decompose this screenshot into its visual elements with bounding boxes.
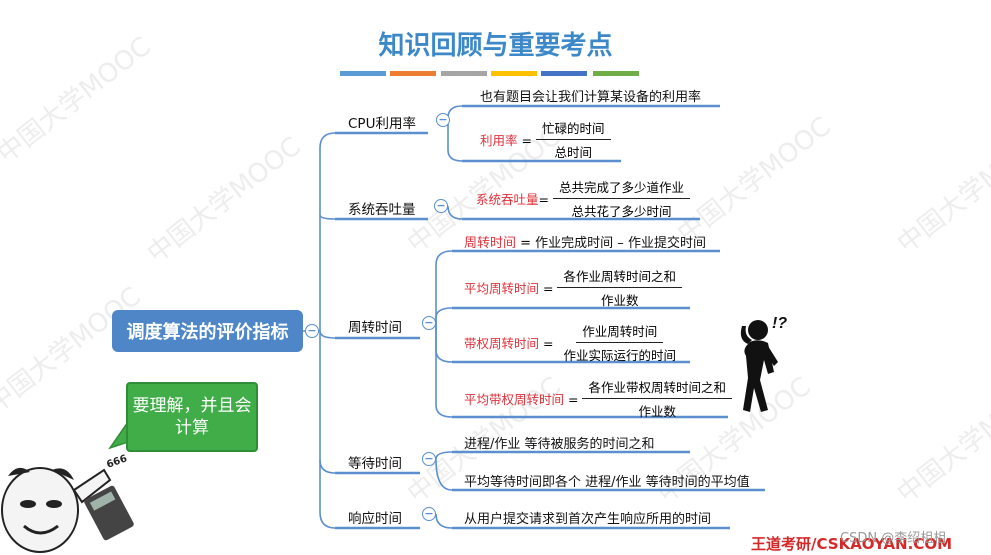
- collapse-icon[interactable]: −: [305, 324, 319, 338]
- formula-label: 平均带权周转时间: [464, 392, 565, 407]
- collapse-icon[interactable]: −: [422, 452, 436, 466]
- numerator: 各作业带权周转时间之和: [582, 377, 732, 399]
- collapse-icon[interactable]: −: [434, 199, 448, 213]
- branch-waiting-time: 等待时间: [348, 456, 402, 472]
- page-title: 知识回顾与重要考点: [378, 31, 613, 61]
- leaf-turnaround-definition: 周转时间 = 作业完成时间 – 作业提交时间: [464, 232, 706, 251]
- formula-utilization: 利用率 = 忙碌的时间 总时间: [480, 118, 611, 161]
- color-strip-segment: [390, 71, 436, 76]
- leaf-device-utilization-note: 也有题目会让我们计算某设备的利用率: [480, 90, 702, 105]
- color-strip-segment: [340, 71, 386, 76]
- equals-sign: =: [521, 133, 532, 148]
- formula-throughput: 系统吞吐量= 总共完成了多少道作业 总共花了多少时间: [476, 177, 691, 220]
- color-strip-segment: [593, 71, 639, 76]
- color-strip-segment: [541, 71, 587, 76]
- denominator: 总时间: [554, 145, 592, 160]
- denominator: 作业数: [638, 404, 676, 419]
- numerator: 作业周转时间: [576, 321, 664, 343]
- branch-response-time: 响应时间: [348, 511, 402, 527]
- term-turnaround-time: 周转时间: [464, 236, 517, 251]
- denominator: 总共花了多少时间: [571, 204, 672, 219]
- equals-sign: =: [543, 281, 554, 296]
- collapse-icon[interactable]: −: [422, 316, 436, 330]
- csdn-watermark: CSDN @李绍柤柤: [840, 531, 947, 546]
- leaf-waiting-definition: 进程/作业 等待被服务的时间之和: [464, 437, 655, 452]
- formula-label: 利用率: [480, 133, 518, 148]
- leaf-average-waiting-definition: 平均等待时间即各个 进程/作业 等待时间的平均值: [464, 475, 750, 490]
- root-topic: 调度算法的评价指标: [112, 310, 303, 352]
- denominator: 作业实际运行的时间: [563, 348, 676, 363]
- numerator: 总共完成了多少道作业: [553, 177, 691, 199]
- formula-weighted-turnaround: 带权周转时间 = 作业周转时间 作业实际运行的时间: [464, 321, 682, 364]
- formula-average-turnaround: 平均周转时间 = 各作业周转时间之和 作业数: [464, 266, 682, 309]
- equals-sign: =: [568, 392, 579, 407]
- equals-sign: =: [538, 192, 549, 207]
- meme-sticker-icon: 666: [1, 453, 134, 553]
- formula-label: 系统吞吐量: [476, 192, 539, 207]
- formula-label: 带权周转时间: [464, 336, 540, 351]
- equals-sign: =: [543, 336, 554, 351]
- color-strip-segment: [441, 71, 487, 76]
- sticker-text: 666: [105, 453, 128, 470]
- branch-cpu-utilization: CPU利用率: [348, 116, 416, 132]
- collapse-icon[interactable]: −: [422, 507, 436, 521]
- leaf-response-definition: 从用户提交请求到首次产生响应所用的时间: [464, 512, 712, 527]
- color-strip-segment: [491, 71, 537, 76]
- figure-mark: !?: [772, 315, 787, 332]
- brand-footer: 王道考研/CSKAOYAN.COM: [751, 535, 952, 553]
- branch-system-throughput: 系统吞吐量: [348, 202, 416, 218]
- numerator: 各作业周转时间之和: [557, 266, 682, 288]
- numerator: 忙碌的时间: [535, 118, 611, 140]
- tip-bubble: 要理解，并且会计算: [126, 382, 258, 452]
- denominator: 作业数: [600, 293, 639, 308]
- collapse-icon[interactable]: −: [436, 113, 450, 127]
- formula-label: 平均周转时间: [464, 281, 540, 296]
- confused-person-icon: !?: [740, 315, 787, 412]
- branch-turnaround-time: 周转时间: [348, 320, 402, 336]
- definition-text: = 作业完成时间 – 作业提交时间: [516, 236, 706, 251]
- formula-average-weighted-turnaround: 平均带权周转时间 = 各作业带权周转时间之和 作业数: [464, 377, 732, 420]
